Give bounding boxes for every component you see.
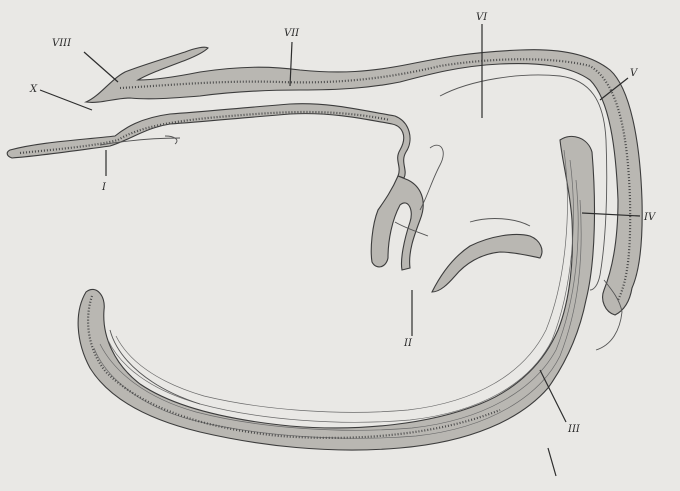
label-x: X [29,84,38,95]
label-vi: VI [476,12,488,23]
label-viii: VIII [52,38,72,49]
label-vii: VII [284,28,300,39]
label-ii: II [403,338,413,349]
label-iii: III [567,424,581,435]
label-iv: IV [643,212,657,223]
